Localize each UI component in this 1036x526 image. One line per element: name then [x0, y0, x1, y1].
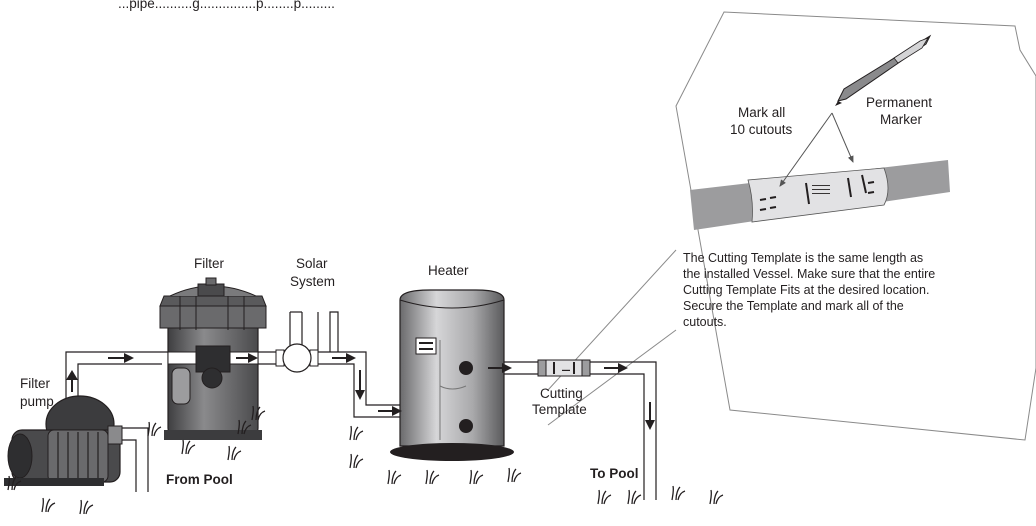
solar-valve-icon: [275, 343, 319, 373]
permanent-marker-line2: Marker: [880, 112, 923, 127]
svg-text:▬▬: ▬▬: [562, 367, 570, 372]
instructions-line1: The Cutting Template is the same length …: [683, 251, 923, 265]
inline-cutting-template: ▬▬: [537, 359, 591, 377]
filter-label: Filter: [194, 256, 225, 271]
heater-label: Heater: [428, 263, 469, 278]
solar-system-label-line1: Solar: [296, 256, 328, 271]
pump-icon: [4, 395, 123, 486]
marker-pen-icon: [835, 34, 932, 106]
svg-text:▬▬▬▬▬▬: ▬▬▬▬▬▬: [812, 183, 830, 187]
instructions-line4: Secure the Template and mark all of the: [683, 299, 904, 313]
filter-pump-label-line1: Filter: [20, 376, 51, 391]
flow-arrows: [66, 353, 655, 430]
template-fine-print: ▬▬▬▬▬▬ ▬▬▬▬▬▬ ▬▬▬▬▬▬: [812, 183, 830, 195]
mark-cutouts-line2: 10 cutouts: [730, 122, 793, 137]
callout-panel: ▬▬▬▬▬▬ ▬▬▬▬▬▬ ▬▬▬▬▬▬ Mark all 10 cutouts…: [547, 11, 1036, 441]
svg-text:▬▬▬▬▬▬: ▬▬▬▬▬▬: [812, 191, 830, 195]
instructions-line2: the installed Vessel. Make sure that the…: [683, 267, 935, 281]
template-cutout-marks: [759, 174, 875, 211]
svg-text:▬▬▬▬▬▬: ▬▬▬▬▬▬: [812, 187, 830, 191]
header-text: ...pipe..........g...............p......…: [118, 0, 335, 11]
filter-tank-icon: [159, 277, 267, 440]
cutting-template-label-line1: Cutting: [540, 386, 583, 401]
solar-system-label-line2: System: [290, 274, 335, 289]
instructions-line5: cutouts.: [683, 315, 727, 329]
cutting-template-label-line2: Template: [532, 402, 587, 417]
instructions-line3: Cutting Template Fits at the desired loc…: [683, 283, 929, 297]
to-pool-label: To Pool: [590, 466, 639, 481]
filter-pump-label-line2: pump: [20, 394, 54, 409]
permanent-marker-line1: Permanent: [866, 95, 932, 110]
mark-cutouts-line1: Mark all: [738, 105, 785, 120]
heater-tank-icon: [390, 289, 514, 461]
from-pool-label: From Pool: [166, 472, 233, 487]
